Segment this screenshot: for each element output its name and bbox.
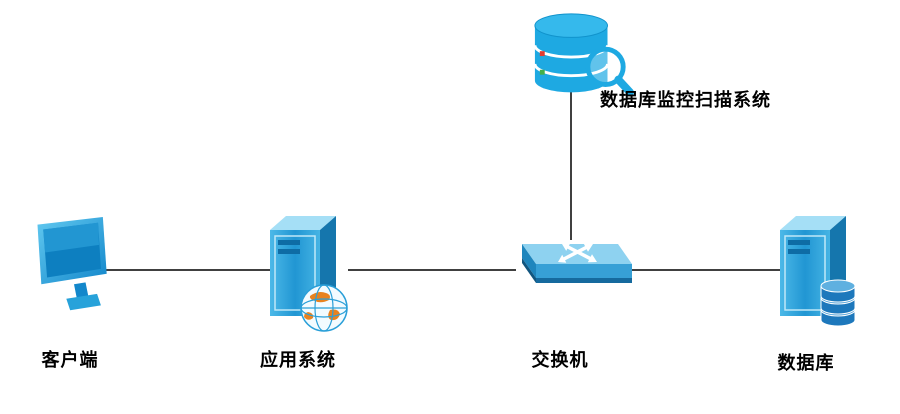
label-switch: 交换机 [531, 350, 589, 370]
crossing-arrows-icon [560, 244, 592, 262]
node-switch [508, 236, 634, 298]
globe-icon [300, 284, 348, 332]
node-db-scan-system [527, 8, 637, 110]
label-database: 数据库 [777, 353, 835, 373]
network-switch-icon [522, 242, 632, 283]
monitor-icon [37, 216, 107, 311]
label-app-system: 应用系统 [260, 350, 336, 370]
server-database-icon [780, 216, 856, 327]
node-client [35, 216, 113, 316]
magnifier-icon [585, 46, 634, 97]
label-db-scan-system: 数据库监控扫描系统 [600, 90, 771, 110]
label-client: 客户端 [41, 350, 99, 370]
server-globe-icon [270, 216, 348, 332]
database-cylinder-icon [820, 279, 856, 327]
node-app-system [262, 212, 354, 334]
node-database [772, 212, 862, 332]
database-magnifier-icon [533, 13, 634, 97]
